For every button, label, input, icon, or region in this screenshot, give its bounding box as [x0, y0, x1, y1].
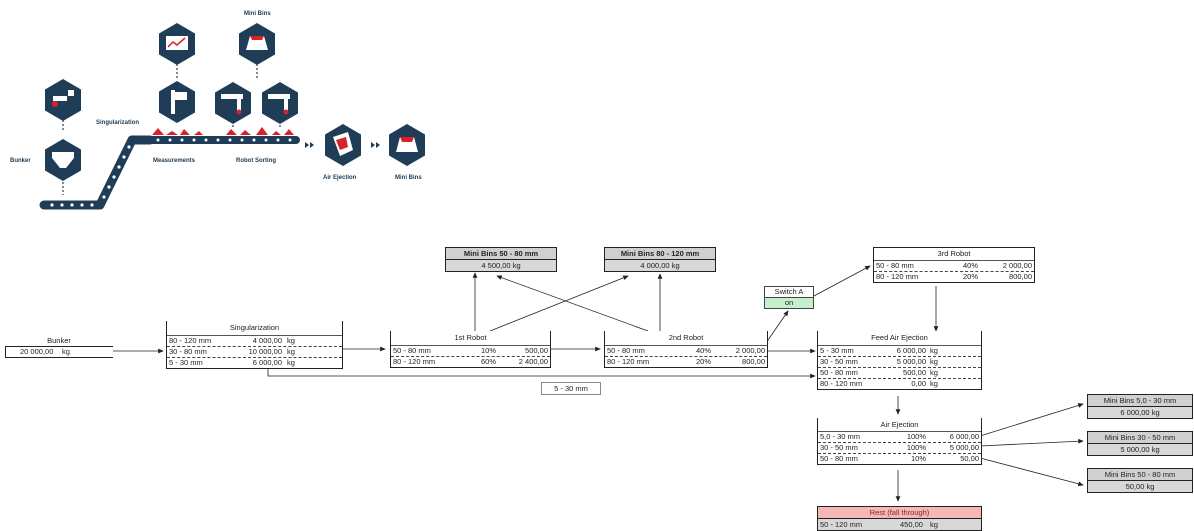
r3-range-2: 80 - 120 mm [876, 272, 918, 282]
r2-value-1: 2 000,00 [736, 346, 765, 356]
robot3-title: 3rd Robot [874, 248, 1034, 260]
bunker-unit: kg [62, 347, 70, 357]
sing-value-2: 10 000,00 [249, 347, 282, 357]
sing-range-3: 5 - 30 mm [169, 358, 203, 368]
sing-range-2: 30 - 80 mm [169, 347, 207, 357]
mb-50-80-right-unit: kg [1146, 482, 1154, 491]
mini-bins-80-120-top: Mini Bins 80 - 120 mm 4 000,00 kg [604, 247, 716, 272]
robot2-title: 2nd Robot [605, 331, 767, 345]
mini-bins-50-80-top: Mini Bins 50 - 80 mm 4 500,00 kg [445, 247, 557, 272]
r3-pct-1: 40% [963, 261, 978, 271]
fa-value-2: 5 000,00 [897, 357, 926, 367]
rest-range: 50 - 120 mm [820, 519, 862, 530]
sing-value-1: 4 000,00 [253, 336, 282, 346]
r3-value-2: 800,00 [1009, 272, 1032, 282]
sing-unit-1: kg [287, 336, 295, 346]
ae-value-1: 6 000,00 [950, 432, 979, 442]
fa-unit-2: kg [930, 357, 938, 367]
r2-pct-2: 20% [696, 357, 711, 367]
rest-value: 450,00 [900, 519, 923, 530]
rest-unit: kg [930, 519, 938, 530]
ae-pct-1: 100% [907, 432, 926, 442]
fa-range-2: 30 - 50 mm [820, 357, 858, 367]
fa-value-3: 500,00 [903, 368, 926, 378]
fa-range-4: 80 - 120 mm [820, 379, 862, 389]
bypass-label: 5 - 30 mm [541, 382, 601, 395]
fa-value-4: 0,00 [911, 379, 926, 389]
switch-a[interactable]: Switch A on [764, 286, 814, 309]
ae-range-2: 30 - 50 mm [820, 443, 858, 453]
robot3-box: 3rd Robot 50 - 80 mm 40% 2 000,00 80 - 120… [873, 247, 1035, 283]
ae-value-2: 5 000,00 [950, 443, 979, 453]
air-ejection-title: Air Ejection [818, 418, 981, 431]
sing-range-1: 80 - 120 mm [169, 336, 211, 346]
ae-pct-3: 10% [911, 454, 926, 464]
rest-title: Rest (fall through) [818, 507, 981, 519]
r1-range-1: 50 - 80 mm [393, 346, 431, 356]
mb-30-50-unit: kg [1152, 445, 1160, 454]
switch-a-state[interactable]: on [765, 298, 813, 308]
mb-50-80-top-value: 4 500,00 [481, 261, 510, 270]
mb-50-80-top-title: Mini Bins 50 - 80 mm [446, 248, 556, 260]
feed-air-title: Feed Air Ejection [818, 331, 981, 345]
robot1-title: 1st Robot [391, 331, 550, 345]
feed-air-box: Feed Air Ejection 5 - 30 mm 6 000,00 kg 30… [817, 331, 982, 390]
robot1-box: 1st Robot 50 - 80 mm 10% 500,00 80 - 120 m… [390, 331, 551, 368]
mb-80-120-top-title: Mini Bins 80 - 120 mm [605, 248, 715, 260]
ae-range-1: 5,0 - 30 mm [820, 432, 860, 442]
mb-50-80-right-value: 50,00 [1126, 482, 1145, 491]
mb-80-120-top-unit: kg [672, 261, 680, 270]
switch-a-title: Switch A [765, 287, 813, 298]
bunker-box: Bunker 20 000,00 kg [5, 335, 113, 358]
mb-80-120-top-value: 4 000,00 [640, 261, 669, 270]
mb-30-50-value: 5 000,00 [1120, 445, 1149, 454]
r1-value-2: 2 400,00 [519, 357, 548, 367]
sing-unit-2: kg [287, 347, 295, 357]
sing-unit-3: kg [287, 358, 295, 368]
mini-bins-50-80-right: Mini Bins 50 - 80 mm 50,00 kg [1087, 468, 1193, 493]
r2-pct-1: 40% [696, 346, 711, 356]
mb-5-30-unit: kg [1152, 408, 1160, 417]
fa-value-1: 6 000,00 [897, 346, 926, 356]
ae-range-3: 50 - 80 mm [820, 454, 858, 464]
r2-value-2: 800,00 [742, 357, 765, 367]
air-ejection-box: Air Ejection 5,0 - 30 mm 100% 6 000,00 30 … [817, 418, 982, 465]
r3-pct-2: 20% [963, 272, 978, 282]
singularization-box: Singularization 80 - 120 mm 4 000,00 kg 30… [166, 321, 343, 369]
ae-value-3: 50,00 [960, 454, 979, 464]
mb-30-50-title: Mini Bins 30 - 50 mm [1088, 432, 1192, 444]
fa-range-1: 5 - 30 mm [820, 346, 854, 356]
r1-range-2: 80 - 120 mm [393, 357, 435, 367]
fa-unit-4: kg [930, 379, 938, 389]
bunker-value: 20 000,00 [20, 347, 53, 357]
mb-5-30-value: 6 000,00 [1120, 408, 1149, 417]
mini-bins-5-30: Mini Bins 5,0 - 30 mm 6 000,00 kg [1087, 394, 1193, 419]
fa-unit-3: kg [930, 368, 938, 378]
mb-50-80-top-unit: kg [513, 261, 521, 270]
mb-50-80-right-title: Mini Bins 50 - 80 mm [1088, 469, 1192, 481]
bunker-title: Bunker [5, 335, 113, 346]
r1-pct-2: 60% [481, 357, 496, 367]
ae-pct-2: 100% [907, 443, 926, 453]
r1-pct-1: 10% [481, 346, 496, 356]
fa-range-3: 50 - 80 mm [820, 368, 858, 378]
mb-5-30-title: Mini Bins 5,0 - 30 mm [1088, 395, 1192, 407]
singularization-title: Singularization [167, 321, 342, 335]
r2-range-2: 80 - 120 mm [607, 357, 649, 367]
rest-box: Rest (fall through) 50 - 120 mm 450,00 k… [817, 506, 982, 531]
sing-value-3: 6 000,00 [253, 358, 282, 368]
r3-range-1: 50 - 80 mm [876, 261, 914, 271]
r1-value-1: 500,00 [525, 346, 548, 356]
robot2-box: 2nd Robot 50 - 80 mm 40% 2 000,00 80 - 120… [604, 331, 768, 368]
mini-bins-30-50: Mini Bins 30 - 50 mm 5 000,00 kg [1087, 431, 1193, 456]
r2-range-1: 50 - 80 mm [607, 346, 645, 356]
fa-unit-1: kg [930, 346, 938, 356]
r3-value-1: 2 000,00 [1003, 261, 1032, 271]
